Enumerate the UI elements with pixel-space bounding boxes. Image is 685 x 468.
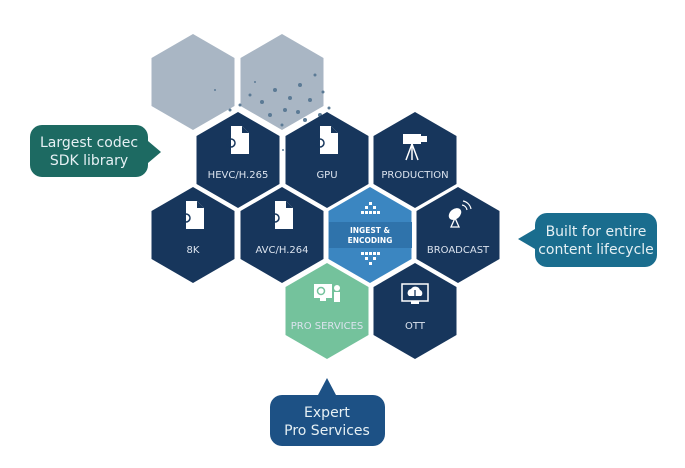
callout-text: SDK library xyxy=(50,153,128,169)
callout-expert-pro-services: Expert Pro Services xyxy=(270,378,385,446)
callout-content-lifecycle: Built for entire content lifecycle xyxy=(518,213,657,267)
video-camera-tripod-icon xyxy=(403,134,427,161)
faded-hex-2 xyxy=(240,34,324,130)
faded-hex-1 xyxy=(151,34,235,130)
hex-label: GPU xyxy=(316,170,337,181)
hex-label: AVC/H.264 xyxy=(255,245,308,256)
hex-production[interactable]: PRODUCTION xyxy=(373,112,457,208)
callout-text: Expert xyxy=(304,405,350,421)
cloud-monitor-icon xyxy=(401,283,429,304)
hex-label: PRODUCTION xyxy=(381,170,448,181)
callout-largest-codec: Largest codec SDK library xyxy=(30,125,161,177)
hex-label: HEVC/H.265 xyxy=(208,170,269,181)
hex-ingest-encoding[interactable]: INGEST & ENCODING xyxy=(328,187,413,283)
hex-avc[interactable]: AVC/H.264 xyxy=(240,187,324,283)
hex-pro-services[interactable]: PRO SERVICES xyxy=(285,263,369,359)
scatter-particles xyxy=(214,73,331,151)
callout-text: Built for entire xyxy=(546,224,647,240)
hex-label: INGEST & xyxy=(350,226,390,235)
satellite-dish-icon xyxy=(448,200,472,228)
callout-text: content lifecycle xyxy=(538,242,654,258)
callout-text: Largest codec xyxy=(40,135,138,151)
hex-label: 8K xyxy=(187,245,200,256)
hex-label: OTT xyxy=(405,321,426,332)
hex-label: BROADCAST xyxy=(427,245,490,256)
hex-ott[interactable]: OTT xyxy=(373,263,457,359)
monitor-person-gear-icon xyxy=(314,284,340,302)
pixel-arrows-icon xyxy=(361,202,380,265)
callout-text: Pro Services xyxy=(284,423,370,439)
hex-label: PRO SERVICES xyxy=(291,321,364,332)
hex-8k[interactable]: 8K xyxy=(151,187,235,283)
hex-label: ENCODING xyxy=(348,236,393,245)
hex-gpu[interactable]: GPU xyxy=(285,112,369,208)
hex-broadcast[interactable]: BROADCAST xyxy=(416,187,500,283)
hex-hevc[interactable]: HEVC/H.265 xyxy=(196,112,280,208)
